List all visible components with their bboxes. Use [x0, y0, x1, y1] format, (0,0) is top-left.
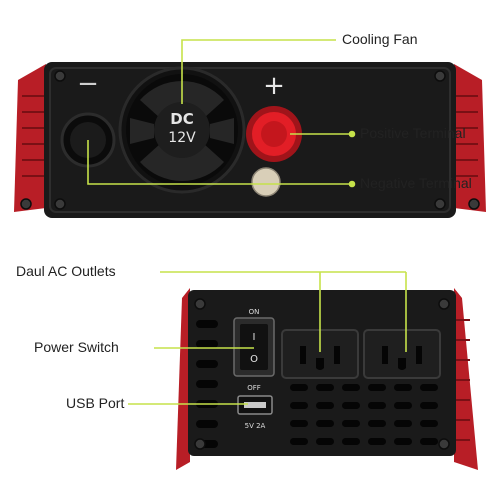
screw-icon: [194, 438, 206, 450]
switch-mark-off: O: [250, 354, 258, 365]
switch-off-label: OFF: [247, 384, 261, 392]
minus-sign: −: [77, 69, 99, 99]
screw-icon: [54, 70, 66, 82]
screw-icon: [468, 198, 480, 210]
usb-port-label: USB Port: [66, 395, 125, 411]
fuse-button: [251, 167, 281, 197]
ac-callout-lines: [128, 271, 407, 405]
plus-sign: +: [263, 71, 285, 101]
positive-terminal-label: Positive Terminal: [360, 125, 466, 141]
screw-icon: [434, 70, 446, 82]
switch-mark-on: I: [253, 332, 256, 343]
ac-panel: [128, 271, 478, 470]
usb-rating-label: 5V 2A: [245, 422, 266, 430]
negative-terminal-label: Negative Terminal: [360, 175, 472, 191]
left-red-fin: [176, 288, 190, 470]
screw-icon: [54, 198, 66, 210]
screw-icon: [194, 298, 206, 310]
cooling-fan-label: Cooling Fan: [342, 31, 418, 47]
screw-icon: [438, 438, 450, 450]
screw-icon: [438, 298, 450, 310]
ac-outlet-right: [363, 329, 441, 379]
switch-on-label: ON: [249, 308, 260, 316]
dc-label: DC: [170, 110, 193, 128]
screw-icon: [434, 198, 446, 210]
voltage-label: 12V: [168, 130, 196, 146]
left-red-fin: [14, 64, 46, 212]
dual-ac-outlets-label: Daul AC Outlets: [16, 263, 116, 279]
screw-icon: [20, 198, 32, 210]
dc-callout-lines: [87, 39, 356, 188]
power-switch-label: Power Switch: [34, 339, 119, 355]
dc-panel: [14, 39, 486, 218]
